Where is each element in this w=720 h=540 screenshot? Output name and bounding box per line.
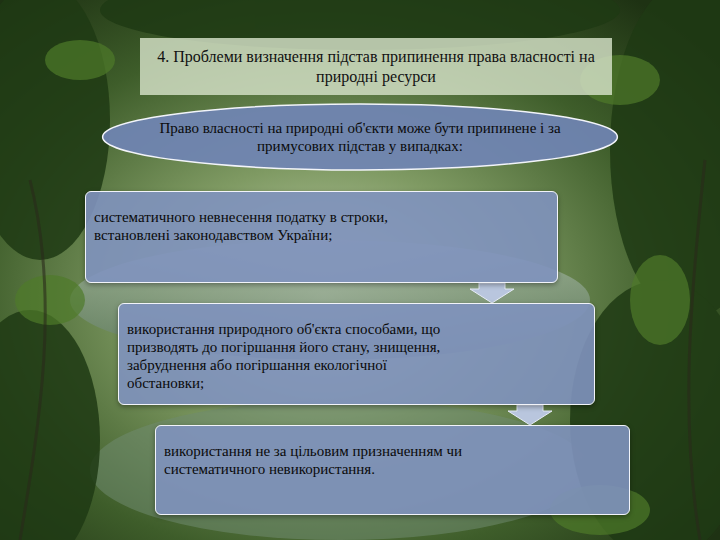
- step-text: систематичного невнесення податку в стро…: [94, 208, 404, 244]
- title-panel: 4. Проблеми визначення підстав припиненн…: [140, 38, 612, 95]
- title-text: 4. Проблеми визначення підстав припиненн…: [152, 47, 600, 85]
- down-arrow: [508, 405, 552, 425]
- step-box: використання природного об'єкта способам…: [118, 303, 595, 405]
- down-arrow: [470, 283, 514, 303]
- ellipse-shape: [103, 104, 618, 170]
- step-box: систематичного невнесення податку в стро…: [85, 191, 558, 283]
- step-text: використання не за цільовим призначенням…: [164, 442, 514, 478]
- step-text: використання природного об'єкта способам…: [127, 320, 467, 392]
- ellipse-outline: [100, 103, 620, 171]
- step-box: використання не за цільовим призначенням…: [155, 425, 630, 515]
- intro-ellipse: Право власності на природні об'єкти може…: [100, 103, 620, 171]
- intro-text: Право власності на природні об'єкти може…: [140, 119, 580, 155]
